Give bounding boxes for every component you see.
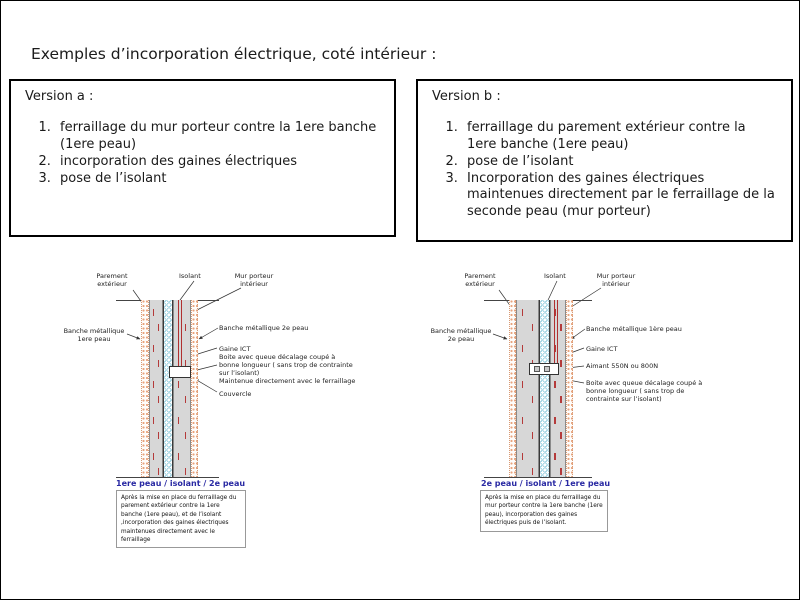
parement-exterieur-layer bbox=[516, 300, 539, 477]
version-a-step-2: incorporation des gaines électriques bbox=[55, 154, 380, 171]
version-b-step-1: ferraillage du parement extérieur contre… bbox=[462, 120, 777, 154]
insulation-layer bbox=[163, 300, 173, 477]
label-gaine-ict: Gaine ICT bbox=[219, 345, 251, 353]
label-isolant: Isolant bbox=[544, 272, 566, 280]
mur-porteur-layer bbox=[173, 300, 191, 477]
page-title: Exemples d’incorporation électrique, cot… bbox=[31, 45, 437, 63]
label-couvercle: Couvercle bbox=[219, 390, 252, 398]
label-maintenue: Maintenue directement avec le ferraillag… bbox=[219, 377, 356, 385]
diagram-note: Après la mise en place du ferraillage du… bbox=[480, 490, 608, 532]
diagram-caption: 2e peau / isolant / 1ere peau bbox=[481, 479, 611, 488]
version-a-box: Version a : ferraillage du mur porteur c… bbox=[9, 79, 396, 237]
version-a-step-1: ferraillage du mur porteur contre la 1er… bbox=[55, 120, 380, 154]
ground-line-bottom bbox=[484, 477, 592, 478]
label-isolant: Isolant bbox=[179, 272, 201, 280]
version-a-steps: ferraillage du mur porteur contre la 1er… bbox=[25, 120, 380, 188]
label-parement-exterieur: Parement extérieur bbox=[96, 272, 128, 289]
label-parement-exterieur: Parement extérieur bbox=[464, 272, 496, 289]
gaine-ict-line bbox=[557, 300, 558, 363]
label-banche-left: Banche métallique 2e peau bbox=[430, 327, 492, 344]
label-mur-porteur: Mur porteur intérieur bbox=[596, 272, 636, 289]
version-b-steps: ferraillage du parement extérieur contre… bbox=[432, 120, 777, 221]
label-aimant: Aimant 550N ou 800N bbox=[586, 362, 659, 370]
version-a-step-3: pose de l’isolant bbox=[55, 171, 380, 188]
banche-interior-strip bbox=[191, 300, 198, 477]
banche-exterior-strip bbox=[141, 300, 149, 477]
wall-section bbox=[509, 300, 573, 477]
mur-porteur-layer bbox=[550, 300, 566, 477]
ground-line-bottom bbox=[116, 477, 219, 478]
gaine-ict-line bbox=[554, 300, 555, 363]
gaine-ict-line bbox=[181, 300, 182, 366]
label-banche-left: Banche métallique 1ere peau bbox=[63, 327, 125, 344]
diagram-note: Après la mise en place du ferraillage du… bbox=[116, 490, 246, 549]
diagram-a: Parement extérieur Isolant Mur porteur i… bbox=[61, 269, 373, 549]
label-banche-right: Banche métallique 1ère peau bbox=[586, 325, 682, 333]
banche-exterior-strip bbox=[509, 300, 516, 477]
junction-box bbox=[169, 366, 191, 378]
banche-interior-strip bbox=[566, 300, 573, 477]
version-b-step-2: pose de l’isolant bbox=[462, 154, 777, 171]
label-boite: Boite avec queue décalage coupé à bonne … bbox=[586, 379, 703, 404]
version-b-box: Version b : ferraillage du parement exté… bbox=[416, 79, 793, 242]
label-gaine-ict: Gaine ICT bbox=[586, 345, 618, 353]
label-mur-porteur: Mur porteur intérieur bbox=[234, 272, 274, 289]
version-a-heading: Version a : bbox=[25, 89, 94, 104]
diagram-b: Parement extérieur Isolant Mur porteur i… bbox=[429, 269, 741, 541]
label-boite: Boite avec queue décalage coupé à bonne … bbox=[219, 353, 353, 378]
parement-exterieur-layer bbox=[149, 300, 163, 477]
label-banche-right: Banche métallique 2e peau bbox=[219, 324, 309, 332]
version-b-heading: Version b : bbox=[432, 89, 501, 104]
insulation-layer bbox=[539, 300, 550, 477]
version-b-step-3: Incorporation des gaines électriques mai… bbox=[462, 171, 777, 222]
magnet bbox=[534, 366, 540, 372]
diagram-caption: 1ere peau / isolant / 2e peau bbox=[116, 479, 246, 488]
gaine-ict-line bbox=[178, 300, 179, 366]
junction-box bbox=[529, 363, 559, 375]
wall-section bbox=[141, 300, 198, 477]
magnet bbox=[544, 366, 550, 372]
